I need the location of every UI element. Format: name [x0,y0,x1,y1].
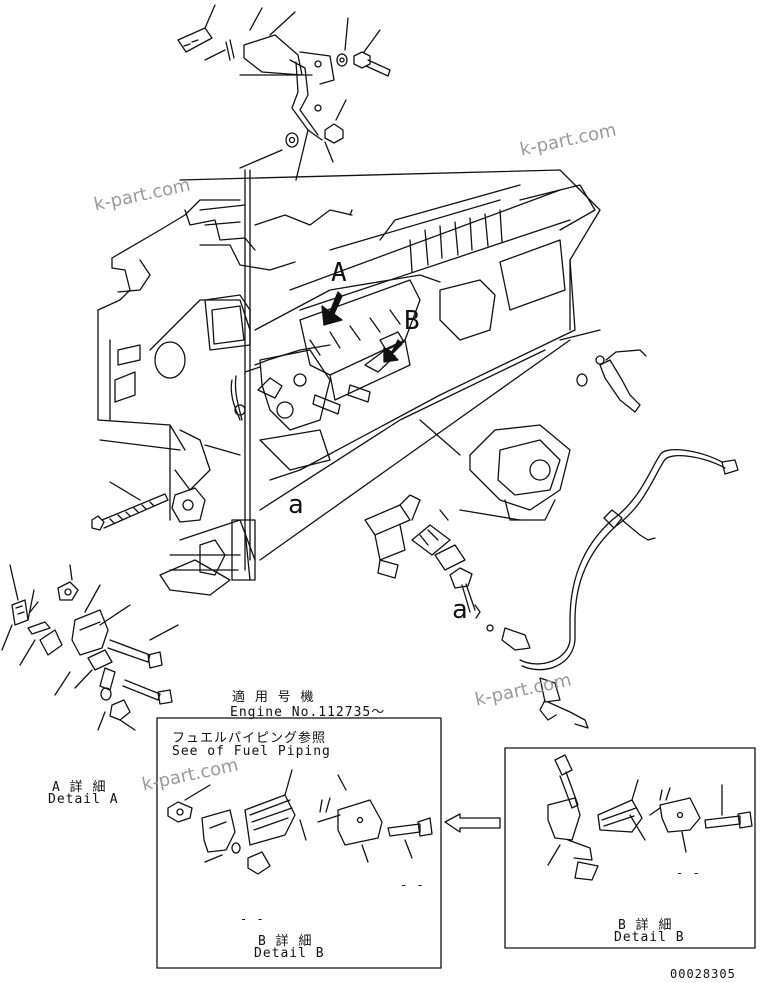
fuel-piping-jp: フュエルパイピング参照 [172,731,327,746]
detail-b-left-frame [157,718,441,968]
fuel-piping-en: See of Fuel Piping [172,744,331,759]
detail-b-right-parts [548,755,752,880]
detail-a-jp: A 詳 細 [52,780,107,795]
callout-arrow-b [384,340,402,362]
injection-pump [231,280,420,420]
callout-b-label: B [404,306,420,336]
part-number: 00028305 [670,967,736,981]
detail-a-assembly [2,565,178,730]
top-bracket-assembly [178,5,390,180]
detail-b-left-en: Detail B [254,946,325,961]
engine-number: Engine No.112735～ [230,705,386,720]
long-bolt [92,482,168,530]
fuel-pipe-right [420,350,738,728]
detail-b-left-jp: B 詳 細 [258,934,313,949]
detail-b-right-frame [505,748,755,948]
callout-a-label: A [331,258,347,288]
dash-mark-1: - - [400,878,425,892]
callout-a-lowercase-main: a [288,490,304,520]
callout-arrow-a [322,292,342,325]
detail-b-right-en: Detail B [614,930,685,945]
dash-mark-2: - - [240,912,265,926]
detail-b-left-parts [168,770,432,874]
dash-mark-3: - - [676,866,701,880]
center-bracket-cluster [365,495,480,618]
callout-a-lowercase-lower: a [452,595,468,625]
applicable-engine-title: 適 用 号 機 [232,690,315,705]
detail-a-en: Detail A [48,792,119,807]
detail-b-right-jp: B 詳 細 [618,918,673,933]
detail-arrow [445,814,500,832]
engine-block [98,170,600,595]
